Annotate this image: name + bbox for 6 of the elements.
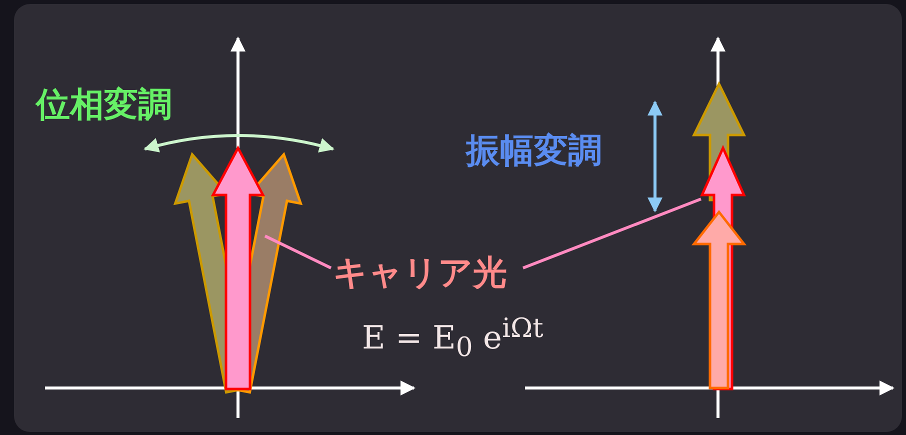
modulation-label: 振幅変調 [466, 134, 602, 168]
leader-line [522, 198, 702, 270]
carrier-light-label: キャリア光 [333, 256, 507, 290]
carrier-arrow [210, 145, 266, 390]
modulation-label: 位相変調 [36, 88, 172, 122]
formula: E = E$_{0}$ e$^{iΩt}$ [362, 316, 544, 362]
